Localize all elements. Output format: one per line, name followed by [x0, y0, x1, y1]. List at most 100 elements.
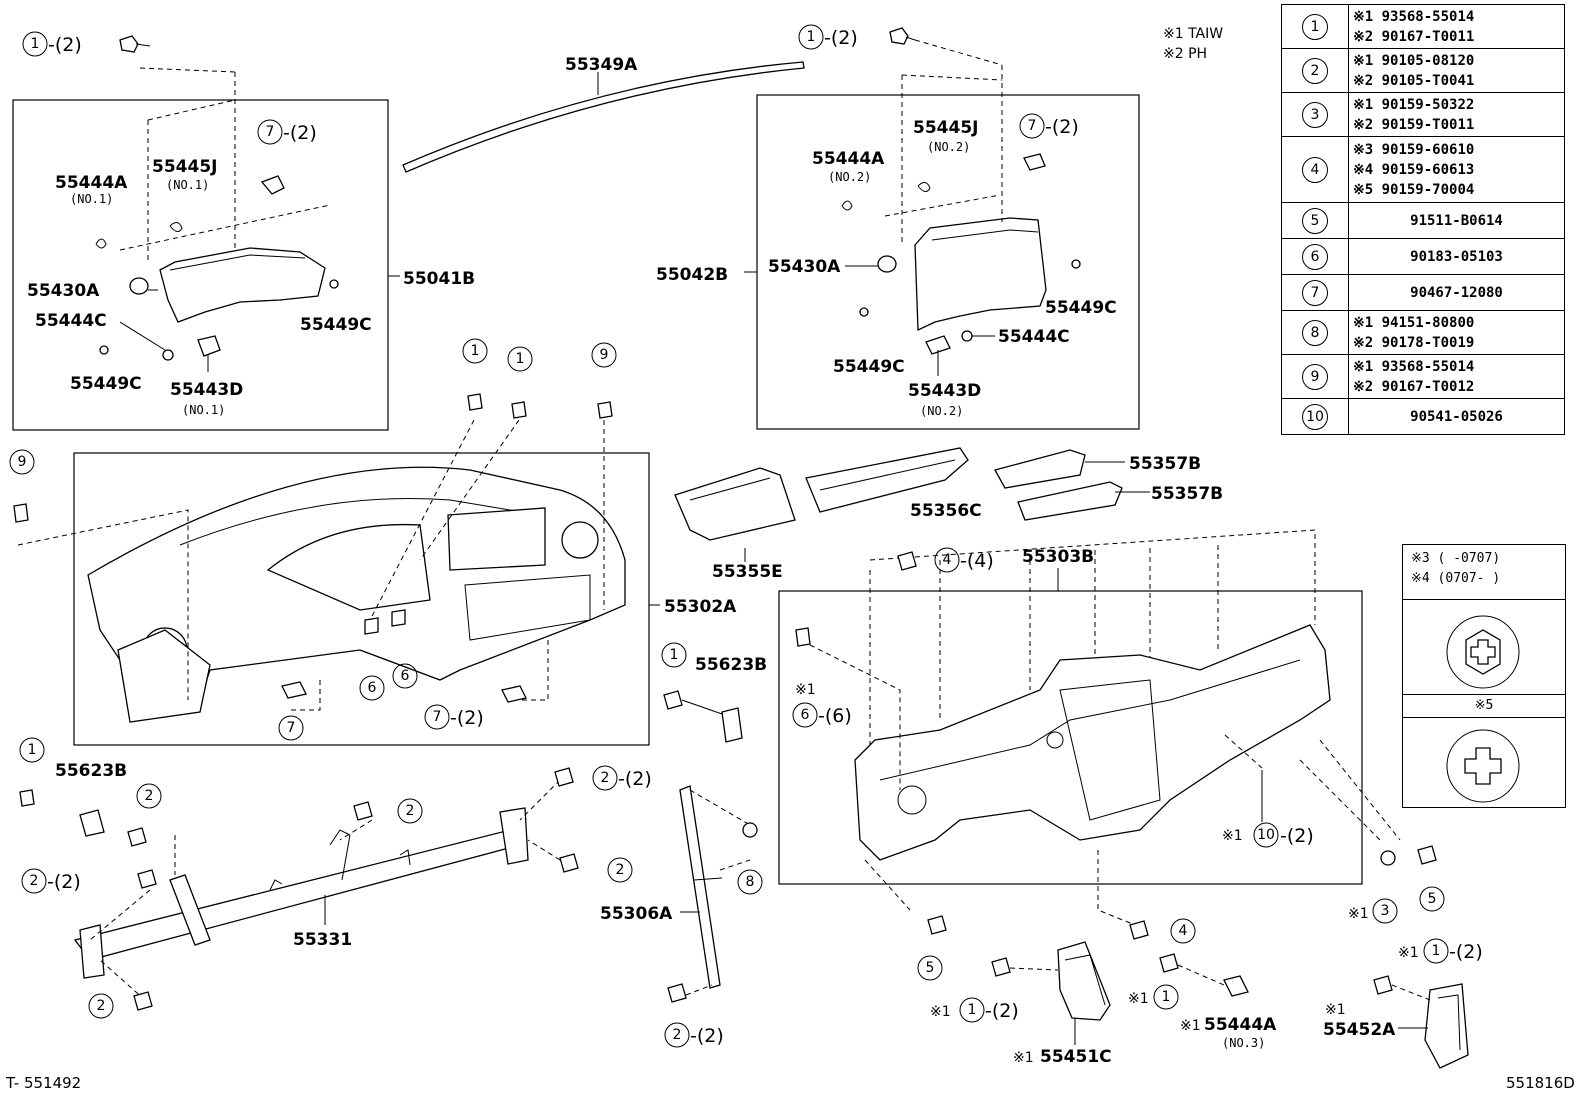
label-55444C-left[interactable]: 55444C — [35, 311, 107, 331]
part-55349A: 55349A — [402, 55, 805, 173]
svg-text:1: 1 — [807, 29, 816, 45]
label-55443D-no1[interactable]: 55443D — [170, 380, 243, 400]
part-number: ※1 90105-08120 — [1353, 52, 1475, 69]
ref-circle[interactable]: 7 — [1302, 279, 1328, 306]
screw-note-5: ※5 — [1403, 695, 1565, 718]
ref-circle[interactable]: 3 — [1302, 101, 1328, 128]
svg-text:1: 1 — [968, 1002, 977, 1018]
sheet-ref: T- 551492 — [6, 1074, 82, 1092]
label-55444A-no3[interactable]: 55444A — [1204, 1015, 1277, 1035]
sublabel-55444A-no2: (NO.2) — [828, 170, 871, 184]
screw-head-illustrations — [1446, 615, 1520, 803]
key-note-2: ※2 PH — [1163, 46, 1207, 62]
callout-qty: -(4) — [960, 550, 994, 572]
svg-text:4: 4 — [1179, 923, 1188, 939]
svg-text:1: 1 — [516, 351, 525, 367]
sublabel-55444A-no1: (NO.1) — [70, 192, 113, 206]
label-55430A-right[interactable]: 55430A — [768, 257, 841, 277]
label-55042B[interactable]: 55042B — [656, 265, 728, 285]
svg-text:2: 2 — [601, 770, 610, 786]
part-number: ※1 90159-50322 — [1353, 96, 1475, 113]
label-55623B-left[interactable]: 55623B — [55, 761, 127, 781]
svg-text:2: 2 — [616, 862, 625, 878]
ref-circle[interactable]: 10 — [1302, 403, 1328, 430]
label-55444C-right[interactable]: 55444C — [998, 327, 1070, 347]
callout-qty: -(2) — [985, 1000, 1019, 1022]
svg-text:7: 7 — [266, 124, 275, 140]
label-55444A-no2[interactable]: 55444A — [812, 149, 885, 169]
svg-text:1: 1 — [28, 742, 37, 758]
label-55444A-no1[interactable]: 55444A — [55, 173, 128, 193]
label-55623B-right[interactable]: 55623B — [695, 655, 767, 675]
label-55445J-no2[interactable]: 55445J — [913, 118, 978, 138]
callout-qty: -(2) — [690, 1025, 724, 1047]
label-55331[interactable]: 55331 — [293, 930, 352, 950]
sublabel-55445J-no2: (NO.2) — [927, 140, 970, 154]
ref-circle[interactable]: 2 — [1302, 57, 1328, 84]
label-55303B[interactable]: 55303B — [1022, 547, 1094, 567]
ref-circle[interactable]: 6 — [1302, 243, 1328, 270]
parts-table-row: 1 ※1 93568-55014 ※2 90167-T0011 — [1281, 4, 1565, 49]
parts-table-row: 5 91511-B0614 — [1281, 202, 1565, 239]
parts-table-row: 8※1 94151-80800※2 90178-T0019 — [1281, 310, 1565, 355]
label-55357B-1[interactable]: 55357B — [1129, 454, 1201, 474]
part-number: ※2 90167-T0011 — [1353, 28, 1475, 45]
part-number: 90541-05026 — [1410, 408, 1503, 425]
parts-table-row: 4※3 90159-60610※4 90159-60613※5 90159-70… — [1281, 136, 1565, 203]
parts-table-row: 10 90541-05026 — [1281, 398, 1565, 435]
svg-text:6: 6 — [801, 707, 810, 723]
label-55449C-right-1[interactable]: 55449C — [1045, 298, 1117, 318]
label-55357B-2[interactable]: 55357B — [1151, 484, 1223, 504]
screw-note-4: ※4 (0707- ) — [1411, 571, 1501, 586]
part-number: ※2 90159-T0011 — [1353, 116, 1475, 133]
label-55302A[interactable]: 55302A — [664, 597, 737, 617]
inset-55042B: 55042B 55444A (NO.2) 55445J (NO.2) 55430… — [656, 39, 1140, 430]
svg-text:6: 6 — [401, 668, 410, 684]
parts-number-table: 1 ※1 93568-55014 ※2 90167-T0011 2 ※1 90105-0… — [1281, 4, 1565, 435]
label-55445J-no1[interactable]: 55445J — [152, 157, 217, 177]
svg-text:4: 4 — [943, 552, 952, 568]
note-mark-1: ※1 — [1325, 1002, 1346, 1018]
part-number: 90467-12080 — [1410, 284, 1503, 301]
part-number: ※3 90159-60610 — [1353, 141, 1475, 158]
label-55443D-no2[interactable]: 55443D — [908, 381, 981, 401]
part-number: 91511-B0614 — [1410, 212, 1503, 229]
label-55449C-left-2[interactable]: 55449C — [300, 315, 372, 335]
note-mark-1: ※1 — [1398, 945, 1419, 961]
label-55041B[interactable]: 55041B — [403, 269, 475, 289]
label-55355E[interactable]: 55355E — [712, 562, 783, 582]
label-55356C[interactable]: 55356C — [910, 501, 982, 521]
label-55451C[interactable]: 55451C — [1040, 1047, 1112, 1067]
part-number: ※2 90167-T0012 — [1353, 378, 1475, 395]
label-55349A[interactable]: 55349A — [565, 55, 638, 75]
callout-qty: -(2) — [1045, 116, 1079, 138]
key-note-1: ※1 TAIW — [1163, 26, 1223, 42]
label-55306A[interactable]: 55306A — [600, 904, 673, 924]
svg-text:10: 10 — [1257, 827, 1275, 843]
svg-text:7: 7 — [287, 720, 296, 736]
inset-55041B: 55041B 55444A (NO.1) 55445J (NO.1) 55430… — [12, 67, 475, 431]
sublabel-55445J-no1: (NO.1) — [166, 178, 209, 192]
svg-text:1: 1 — [31, 36, 40, 52]
ref-circle[interactable]: 8 — [1302, 319, 1328, 346]
svg-text:9: 9 — [600, 347, 609, 363]
callout-qty: -(2) — [824, 27, 858, 49]
ref-circle[interactable]: 5 — [1302, 207, 1328, 234]
callout-qty: -(2) — [47, 871, 81, 893]
part-55302A: 55302A 6 6 7 7 -(2) 1 1 9 9 — [9, 338, 737, 746]
callout-1-2-topcenter: 1 -(2) — [798, 24, 916, 50]
label-55449C-right-2[interactable]: 55449C — [833, 357, 905, 377]
sublabel-55443D-no1: (NO.1) — [182, 403, 225, 417]
label-55452A[interactable]: 55452A — [1323, 1020, 1396, 1040]
ref-circle[interactable]: 9 — [1302, 363, 1328, 390]
label-55430A-left[interactable]: 55430A — [27, 281, 100, 301]
ref-circle[interactable]: 4 — [1302, 156, 1328, 183]
ref-circle[interactable]: 1 — [1302, 13, 1328, 40]
callout-1-2-topleft: 1 -(2) — [22, 31, 151, 57]
part-number: ※1 93568-55014 — [1353, 8, 1475, 25]
svg-text:1: 1 — [471, 343, 480, 359]
label-55449C-left-1[interactable]: 55449C — [70, 374, 142, 394]
part-number: ※5 90159-70004 — [1353, 181, 1475, 198]
svg-text:1: 1 — [670, 647, 679, 663]
